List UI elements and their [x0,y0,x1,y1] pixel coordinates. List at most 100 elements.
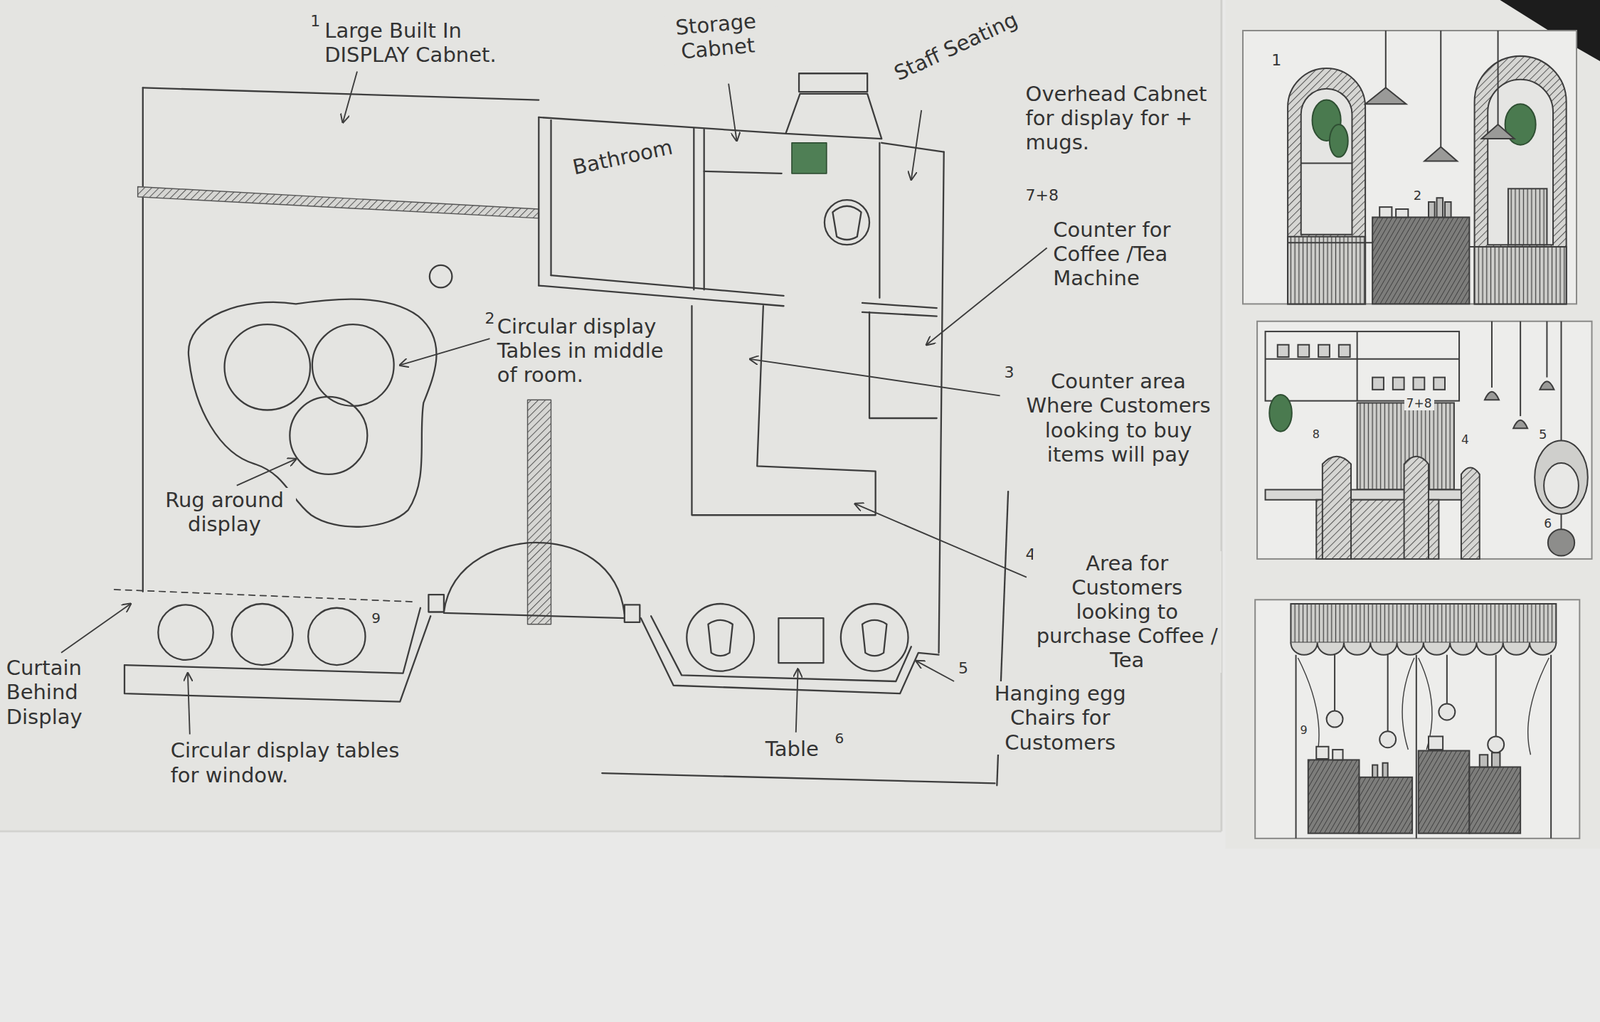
sketch-panel [1257,321,1592,560]
table [778,618,824,664]
sketch-panel [1418,751,1470,834]
door-arch [443,542,625,614]
window-bay [124,616,431,702]
paper-background [0,0,1222,832]
sketch-panel [1560,514,1562,531]
callout-number: 7+8 [1023,186,1061,205]
sketch-panel [1413,377,1425,390]
door-post [428,594,444,612]
leader-line [61,71,1048,735]
sketch-panel [1322,456,1352,560]
sketch-panel [1469,766,1521,834]
sketch-panel [1433,377,1445,390]
leader-line [342,71,358,123]
wall [862,303,937,309]
sketch-panel [1461,468,1480,560]
vent [798,73,868,92]
pay-counter [691,305,876,516]
sketch-panel [1287,236,1366,305]
display-table [312,324,395,407]
sketch-panel [1372,377,1384,390]
window-table [157,604,213,660]
egg-chair [840,604,909,672]
leader-line [796,669,799,733]
staff-chair [824,199,870,245]
coffee-counter [869,312,937,419]
partition [527,399,552,625]
sketch-panel [1265,489,1470,500]
display-table [289,396,368,475]
sketch-panel [1242,30,1577,304]
sketch-panel [1543,463,1579,508]
callout-number: 3 [1001,363,1016,383]
plan-line [601,773,995,784]
leader-line [61,604,131,654]
sketch-panel [1290,643,1556,656]
plant-square [791,142,827,174]
wall [551,275,784,296]
sketch-panel [1290,604,1556,643]
sketch-panel [1326,711,1344,728]
annotation: Overhead Cabnet for display for + mugs. [1023,81,1216,156]
callout-number: 9 [369,610,383,628]
curtain-line [114,589,414,602]
sketch-panel [1487,736,1504,753]
sketch-panel [1257,321,1592,560]
sketch-panel [1242,30,1577,304]
sketch-panel [1497,30,1499,125]
sketch-panel [1269,394,1292,432]
sketch-panel [1382,763,1388,778]
wall [703,129,706,290]
small-circle [429,265,453,289]
callout-number: 7+8 [1404,396,1435,411]
callout-number: 9 [1297,724,1310,738]
sketch-panel [1481,124,1515,139]
sketch-panel [1329,124,1349,158]
sketch-panel [1332,749,1343,760]
paper-background [0,830,1222,833]
leader-line [187,673,190,735]
sketch-panel [1308,759,1360,834]
display-cabinet [138,186,540,218]
leader-line [728,83,737,141]
wall [549,120,552,276]
callout-number: 8 [1310,428,1322,442]
sketch-panel [1534,441,1588,515]
sketch-panel [1379,207,1392,217]
sketch-panel [1265,331,1460,402]
sketch-panel [1424,147,1458,162]
sketch-panel [1415,655,1418,839]
sketch-panel [1474,56,1567,304]
annotation: Curtain Behind Display [4,655,115,730]
callout-number: 1 [308,12,323,31]
wall [142,87,144,592]
wall [692,128,695,291]
paper-background [1225,0,1600,849]
sketch-panel [1469,246,1566,248]
annotation: Area for Customers looking to purchase C… [1032,551,1222,674]
sketch-panel [1444,202,1452,218]
sketch-panel [1287,241,1373,244]
sketch-panel [1387,655,1389,733]
sketch-panel [1560,321,1562,442]
sketch-panel [1392,377,1405,390]
leader-line [399,338,490,365]
annotation: Rug around display [152,488,296,537]
callout-number: 1 [1269,51,1284,70]
sketch-panel [1301,162,1353,164]
room-name: Bathroom [570,135,675,180]
wall [538,285,784,307]
window-bay [640,618,940,694]
wall [878,142,881,299]
leader-line [926,247,1047,345]
sketch-panel [1379,731,1396,748]
sketch-panel [1365,87,1406,104]
sketch-panel [1265,358,1460,360]
sketch-panel [1484,391,1499,400]
staff-chair [832,206,861,240]
egg-chair [686,604,755,672]
sketch-panel [1254,599,1580,839]
window-table [231,604,294,666]
